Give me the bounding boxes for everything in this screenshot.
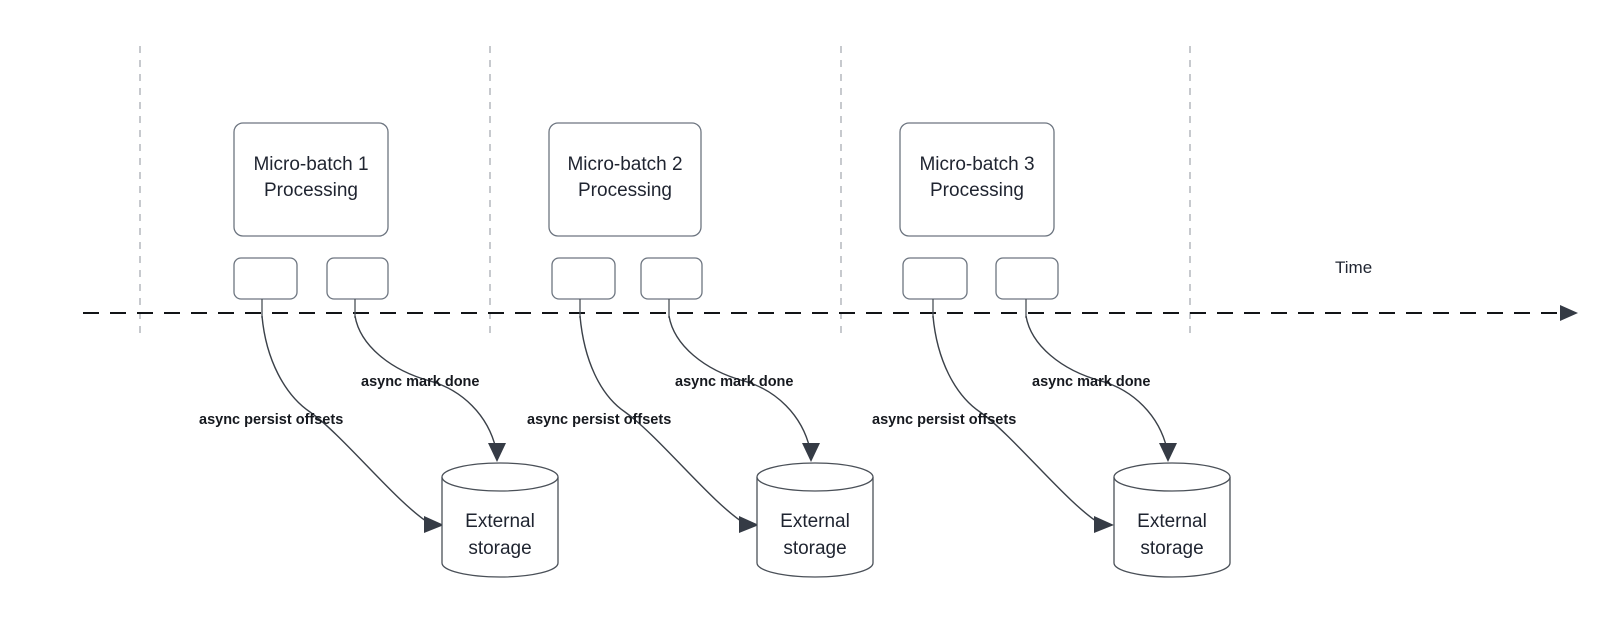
- edge-persist-offsets-1-arrowhead: [424, 516, 444, 533]
- time-axis: Time: [83, 258, 1578, 321]
- edge-mark-done-3-arrowhead: [1159, 443, 1177, 462]
- process-box-3-label-line1: Micro-batch 3: [919, 154, 1034, 175]
- edge-mark-done-1: [354, 315, 497, 450]
- edge-mark-done-1-arrowhead: [488, 443, 506, 462]
- micro-batch-group-3: Micro-batch 3 Processing async persist o…: [872, 122, 1231, 578]
- separator-lines: [139, 46, 1191, 340]
- edge-persist-offsets-3-label: async persist offsets: [872, 412, 1016, 428]
- edge-persist-offsets-1: [261, 315, 433, 526]
- task-box-2b[interactable]: [640, 257, 703, 300]
- external-storage-2-label-line1: External: [780, 511, 850, 532]
- task-box-1a[interactable]: [233, 257, 298, 300]
- external-storage-2-top: [756, 462, 874, 492]
- process-box-3-label-line2: Processing: [930, 180, 1024, 201]
- process-box-2-label-line2: Processing: [578, 180, 672, 201]
- micro-batch-group-2: Micro-batch 2 Processing async persist o…: [527, 122, 874, 578]
- external-storage-1-body: [441, 477, 559, 578]
- edge-persist-offsets-2-arrowhead: [739, 516, 759, 533]
- process-box-3[interactable]: [899, 122, 1055, 237]
- edge-mark-done-3-label: async mark done: [1032, 374, 1150, 390]
- external-storage-3-label-line1: External: [1137, 511, 1207, 532]
- external-storage-1-label-line2: storage: [468, 538, 531, 559]
- process-box-2-label-line1: Micro-batch 2: [567, 154, 682, 175]
- external-storage-3-body: [1113, 477, 1231, 578]
- process-box-2[interactable]: [548, 122, 702, 237]
- time-axis-label: Time: [1335, 258, 1372, 277]
- process-box-1-label-line1: Micro-batch 1: [253, 154, 368, 175]
- external-storage-1-top: [441, 462, 559, 492]
- external-storage-2-body: [756, 477, 874, 578]
- edge-mark-done-1-label: async mark done: [361, 374, 479, 390]
- edge-persist-offsets-2: [579, 315, 748, 526]
- task-box-3b[interactable]: [995, 257, 1059, 300]
- task-box-1b[interactable]: [326, 257, 389, 300]
- edge-persist-offsets-2-label: async persist offsets: [527, 412, 671, 428]
- external-storage-1-label-line1: External: [465, 511, 535, 532]
- task-box-2a[interactable]: [551, 257, 616, 300]
- task-box-3a[interactable]: [902, 257, 968, 300]
- edge-mark-done-3: [1025, 315, 1168, 450]
- edge-mark-done-2-label: async mark done: [675, 374, 793, 390]
- process-box-1[interactable]: [233, 122, 389, 237]
- external-storage-3-label-line2: storage: [1140, 538, 1203, 559]
- external-storage-3-top: [1113, 462, 1231, 492]
- edge-mark-done-2: [668, 315, 811, 450]
- edge-mark-done-2-arrowhead: [802, 443, 820, 462]
- external-storage-2[interactable]: External storage: [756, 462, 874, 578]
- edge-persist-offsets-3-arrowhead: [1094, 516, 1114, 533]
- process-box-1-label-line2: Processing: [264, 180, 358, 201]
- timeline-arrowhead: [1560, 305, 1578, 321]
- external-storage-2-label-line2: storage: [783, 538, 846, 559]
- edge-persist-offsets-1-label: async persist offsets: [199, 412, 343, 428]
- edge-persist-offsets-3: [932, 315, 1103, 526]
- micro-batch-group-1: Micro-batch 1 Processing async persist o…: [199, 122, 559, 578]
- external-storage-3[interactable]: External storage: [1113, 462, 1231, 578]
- external-storage-1[interactable]: External storage: [441, 462, 559, 578]
